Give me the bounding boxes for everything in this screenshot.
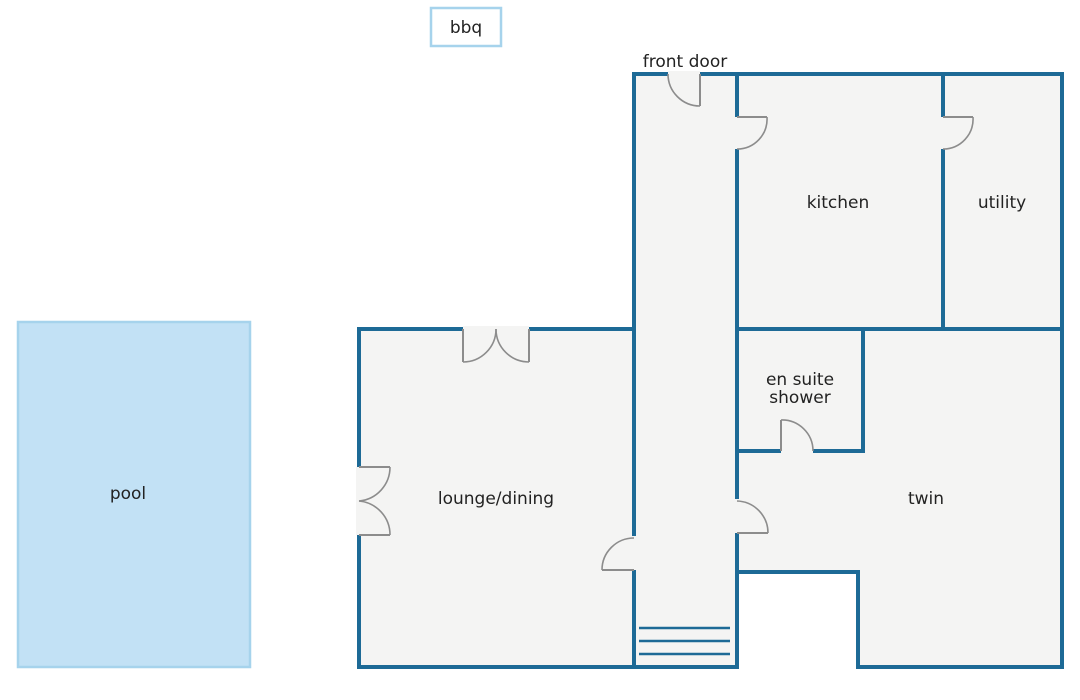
door-utility <box>940 116 974 150</box>
door-lounge-double-left <box>356 466 391 536</box>
front-door-label: front door <box>643 52 727 72</box>
bbq-label: bbq <box>450 18 482 38</box>
pool <box>16 320 252 669</box>
door-lounge-double-top <box>462 326 530 363</box>
door-lounge-hall <box>601 536 637 571</box>
stairs <box>639 626 730 656</box>
door-twin <box>734 499 769 534</box>
bbq <box>429 6 503 48</box>
twin-label: twin <box>908 489 944 509</box>
en-suite-label-line2: shower <box>769 388 830 408</box>
pool-label: pool <box>110 484 146 504</box>
lounge-dining-label: lounge/dining <box>438 489 554 509</box>
door-ensuite <box>780 419 814 454</box>
door-kitchen <box>734 116 768 150</box>
floor-area <box>359 74 1062 667</box>
utility-label: utility <box>978 193 1026 213</box>
door-front <box>667 71 701 107</box>
en-suite-label-line1: en suite <box>766 370 834 390</box>
kitchen-label: kitchen <box>807 193 870 213</box>
